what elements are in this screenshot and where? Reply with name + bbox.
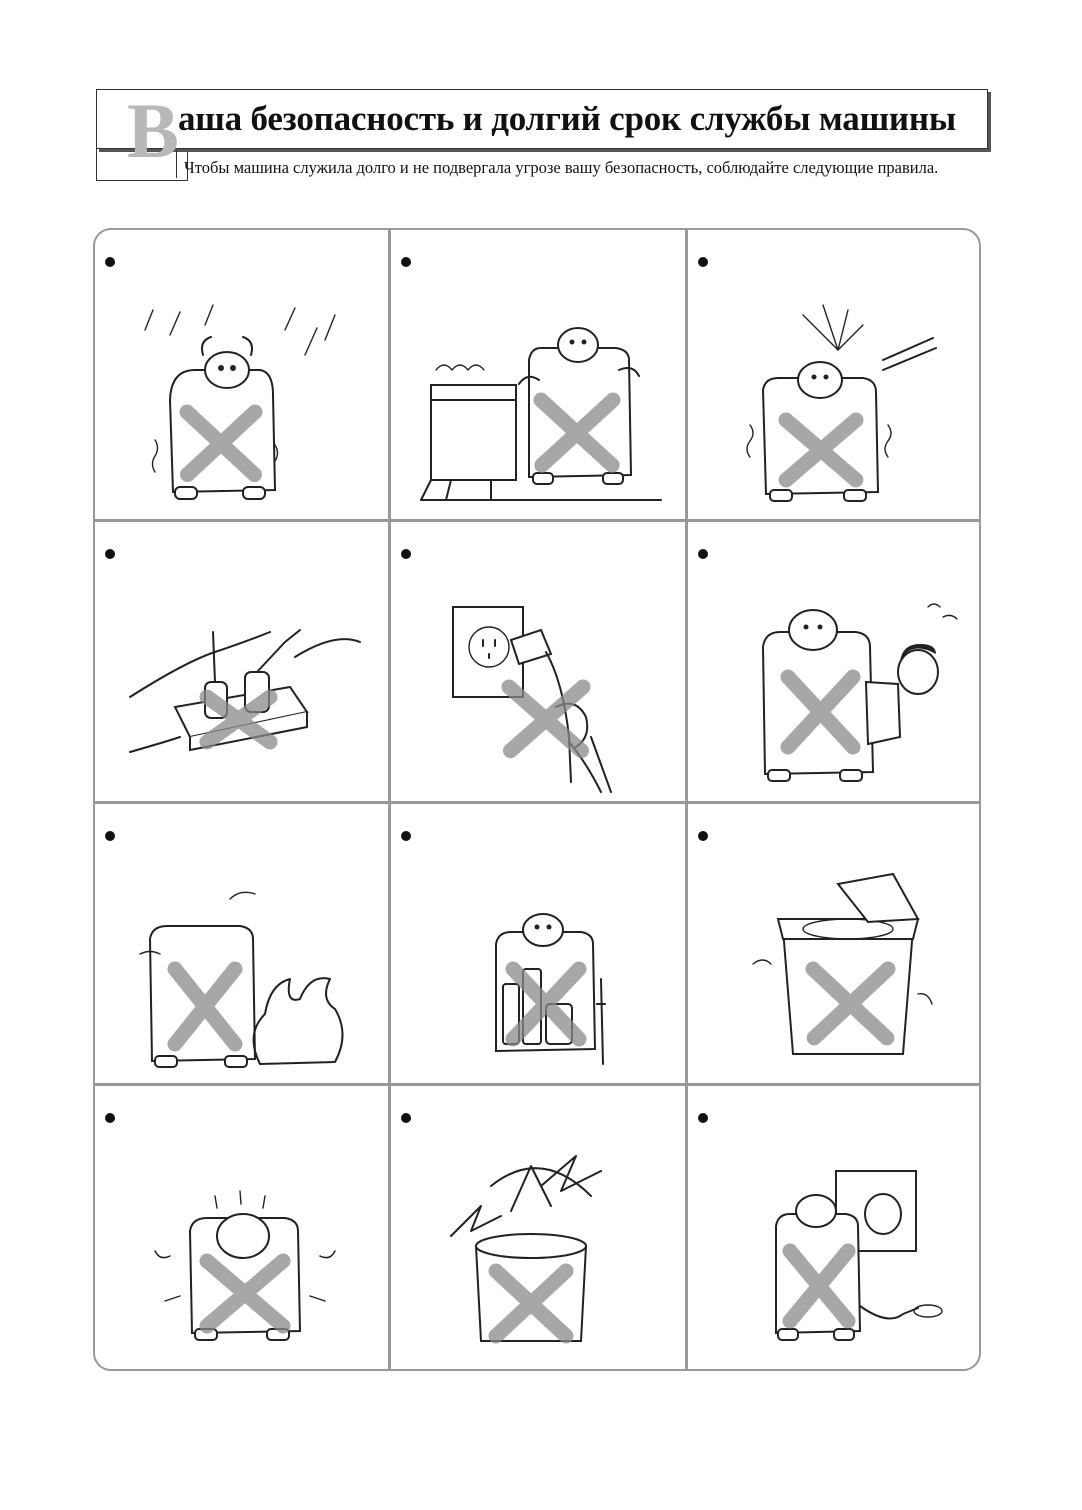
machine-near-bathtub-water-icon: [420, 327, 662, 501]
safety-panel-1: [95, 230, 388, 519]
bullet-icon: [698, 831, 708, 841]
machine-vibrating-icon: [154, 1190, 336, 1341]
safety-panel-grid: [93, 228, 981, 1371]
drain-hose-to-floor-drain-icon: [775, 1170, 943, 1341]
bullet-icon: [401, 549, 411, 559]
bullet-icon: [105, 831, 115, 841]
safety-panel-2: [391, 230, 685, 519]
bullet-icon: [698, 549, 708, 559]
bullet-icon: [105, 257, 115, 267]
overloaded-power-strip-icon: [129, 629, 361, 753]
child-climbing-machine-icon: [761, 603, 958, 782]
header-initial-letter: В: [126, 87, 180, 174]
safety-panel-3: [688, 230, 979, 519]
page-subtitle: Чтобы машина служила долго и не подверга…: [184, 158, 939, 177]
pulling-plug-by-cord-icon: [452, 606, 612, 793]
safety-panel-12: [688, 1086, 979, 1369]
water-hose-spraying-machine-icon: [746, 304, 937, 502]
grid-divider-horizontal: [95, 801, 979, 804]
bullet-icon: [698, 1113, 708, 1123]
grid-divider-vertical: [388, 230, 391, 1369]
safety-panel-9: [688, 804, 979, 1083]
safety-panel-7: [95, 804, 388, 1083]
machine-in-rain-icon: [144, 304, 336, 500]
safety-panel-5: [391, 522, 685, 801]
page-title: аша безопасность и долгий срок службы ма…: [178, 99, 956, 138]
machine-overloaded-lightning-icon: [450, 1155, 602, 1344]
bullet-icon: [401, 1113, 411, 1123]
grid-divider-vertical: [685, 230, 688, 1369]
safety-panel-4: [95, 522, 388, 801]
bullet-icon: [105, 1113, 115, 1123]
bullet-icon: [401, 257, 411, 267]
machine-near-fire-icon: [139, 891, 344, 1068]
bullet-icon: [105, 549, 115, 559]
safety-panel-6: [688, 522, 979, 801]
bullet-icon: [401, 831, 411, 841]
safety-panel-8: [391, 804, 685, 1083]
open-lid-during-operation-icon: [752, 872, 933, 1055]
safety-panel-10: [95, 1086, 388, 1369]
safety-panel-11: [391, 1086, 685, 1369]
header-title-frame: [96, 89, 988, 149]
bullet-icon: [698, 257, 708, 267]
grid-divider-horizontal: [95, 519, 979, 522]
flammable-bottles-near-machine-icon: [495, 913, 606, 1065]
grid-divider-horizontal: [95, 1083, 979, 1086]
subtitle-marker: [176, 150, 191, 178]
